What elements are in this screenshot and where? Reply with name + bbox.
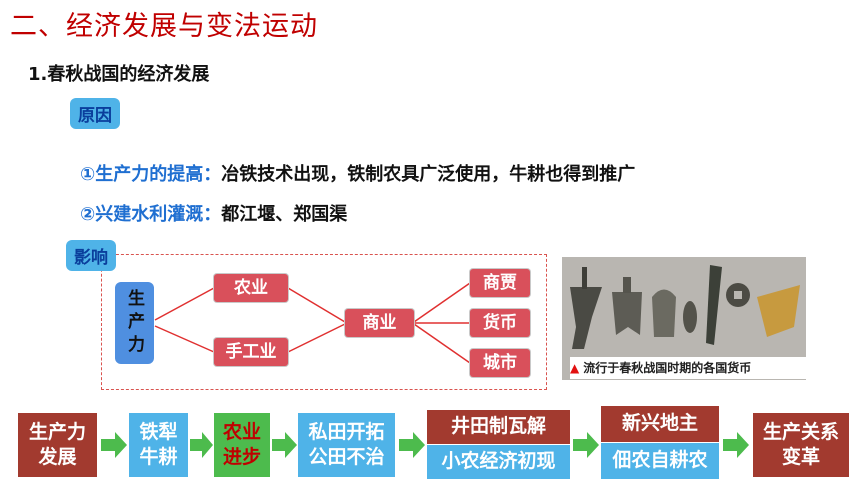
flow-end-line2: 变革 bbox=[781, 446, 820, 468]
handicraft-node: 手工业 bbox=[214, 338, 288, 366]
spade-coin-1 bbox=[570, 287, 602, 349]
triangle-icon: ▲ bbox=[570, 361, 580, 375]
arrow-3-icon bbox=[272, 432, 297, 458]
impact-tag: 影响 bbox=[66, 240, 116, 271]
flow-start: 生产力发展 bbox=[18, 413, 97, 477]
reason-2: ②兴建水利灌溉：都江堰、郑国渠 bbox=[80, 200, 347, 226]
arrow-5-icon bbox=[573, 432, 599, 458]
ant-nose-coin bbox=[683, 301, 697, 333]
reason-2-key: ②兴建水利灌溉： bbox=[80, 204, 222, 225]
line-commerce-city bbox=[413, 323, 471, 364]
line-root-agri bbox=[154, 287, 215, 321]
arrow-6-icon bbox=[723, 432, 749, 458]
section-subtitle: 1.春秋战国的经济发展 bbox=[28, 64, 210, 85]
reason-1-key: ①生产力的提高： bbox=[80, 164, 222, 185]
flow-step2-line1: 农业 bbox=[222, 421, 261, 443]
knife-coin bbox=[706, 265, 722, 345]
line-craft-commerce bbox=[287, 323, 346, 353]
flow-step1-line2: 牛耕 bbox=[139, 446, 178, 468]
reason-1-text: 冶铁技术出现，铁制农具广泛使用，牛耕也得到推广 bbox=[221, 164, 636, 185]
reason-tag: 原因 bbox=[70, 98, 120, 129]
commerce-node: 商业 bbox=[345, 309, 414, 337]
page-title: 二、经济发展与变法运动 bbox=[10, 11, 318, 42]
city-node: 城市 bbox=[470, 349, 530, 377]
flow-end-line1: 生产关系 bbox=[762, 421, 839, 443]
flow-step1: 铁犁牛耕 bbox=[129, 413, 188, 477]
arrow-2-icon bbox=[190, 432, 213, 458]
flow-step3-line1: 私田开拓 bbox=[308, 421, 385, 443]
currency-node: 货币 bbox=[470, 309, 530, 337]
coins-illustration bbox=[570, 265, 800, 349]
caption-text: 流行于春秋战国时期的各国货币 bbox=[583, 361, 752, 375]
flow-start-line1: 生产力 bbox=[28, 421, 86, 443]
flow-step5-top: 新兴地主 bbox=[601, 406, 719, 442]
flow-step3: 私田开拓公田不治 bbox=[298, 413, 395, 477]
impact-box bbox=[101, 254, 547, 390]
merchant-node: 商贾 bbox=[470, 269, 530, 297]
flow-step4-top: 井田制瓦解 bbox=[427, 410, 570, 444]
agriculture-node: 农业 bbox=[214, 274, 288, 302]
flow-step3-line2: 公田不治 bbox=[308, 446, 385, 468]
photo-caption: ▲流行于春秋战国时期的各国货币 bbox=[570, 357, 806, 379]
line-agri-commerce bbox=[287, 287, 346, 323]
spade-coin-2 bbox=[612, 292, 642, 335]
arrow-1-icon bbox=[101, 432, 127, 458]
reason-1: ①生产力的提高：冶铁技术出现，铁制农具广泛使用，牛耕也得到推广 bbox=[80, 160, 635, 186]
arrow-4-icon bbox=[399, 432, 425, 458]
reason-2-text: 都江堰、郑国渠 bbox=[221, 204, 348, 225]
flow-step2-line2: 进步 bbox=[222, 446, 261, 468]
spade-coin-3 bbox=[652, 289, 676, 337]
flow-end: 生产关系变革 bbox=[753, 413, 849, 477]
productivity-node: 生产力 bbox=[115, 282, 154, 364]
flow-step4-bottom: 小农经济初现 bbox=[427, 445, 570, 479]
flow-step5-bottom: 佃农自耕农 bbox=[601, 443, 719, 479]
flow-start-line2: 发展 bbox=[38, 446, 77, 468]
line-commerce-merchant bbox=[413, 282, 471, 323]
flow-step2: 农业进步 bbox=[214, 413, 270, 477]
flow-step1-line1: 铁犁 bbox=[139, 421, 178, 443]
gold-coin bbox=[757, 285, 800, 337]
line-root-craft bbox=[154, 325, 215, 353]
